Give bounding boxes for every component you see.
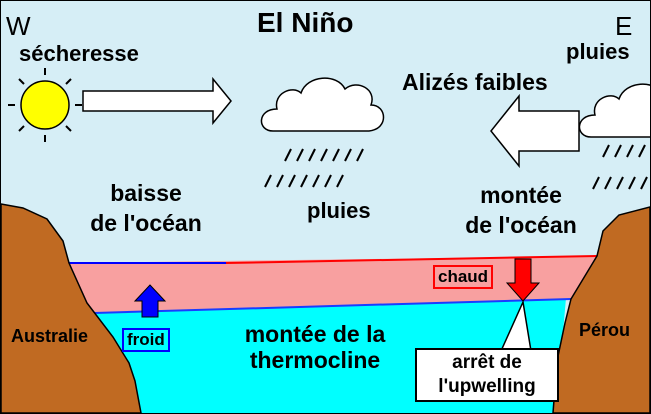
peru-land xyxy=(552,206,650,413)
right-ocean-line2: de l'océan xyxy=(465,212,577,238)
outline-arrow-icon xyxy=(82,76,232,126)
middle-rain-label: pluies xyxy=(307,198,371,223)
east-rain-label: pluies xyxy=(566,39,630,64)
sun-icon xyxy=(8,68,82,142)
trade-winds-label: Alizés faibles xyxy=(402,69,548,95)
warm-sink-arrow-icon xyxy=(505,258,541,302)
upwelling-box: arrêt de l'upwelling xyxy=(415,348,559,402)
left-ocean-line1: baisse xyxy=(110,180,182,206)
right-ocean-line1: montée xyxy=(480,182,562,208)
peru-label: Pérou xyxy=(579,320,631,340)
diagram-title: El Niño xyxy=(257,7,354,38)
left-ocean-line2: de l'océan xyxy=(90,210,202,236)
east-letter: E xyxy=(615,11,633,41)
rain-cloud-icon xyxy=(260,77,385,188)
australia-label: Australie xyxy=(11,326,89,346)
rain-cloud-east-icon xyxy=(578,83,650,190)
cold-tag: froid xyxy=(122,328,170,352)
west-drought-label: sécheresse xyxy=(19,41,139,66)
australia-land xyxy=(1,203,142,413)
trade-winds-arrow-icon xyxy=(490,93,580,169)
thermocline-line2: thermocline xyxy=(249,347,381,373)
west-letter: W xyxy=(6,11,31,41)
upwelling-line1: arrêt de xyxy=(452,352,522,373)
warm-water-layer xyxy=(61,256,597,314)
upwelling-line2: l'upwelling xyxy=(438,376,536,397)
sea-surface-east xyxy=(225,255,598,264)
cold-rise-arrow-icon xyxy=(133,284,167,318)
thermocline-line1: montée de la xyxy=(244,321,386,347)
warm-tag: chaud xyxy=(433,265,494,289)
